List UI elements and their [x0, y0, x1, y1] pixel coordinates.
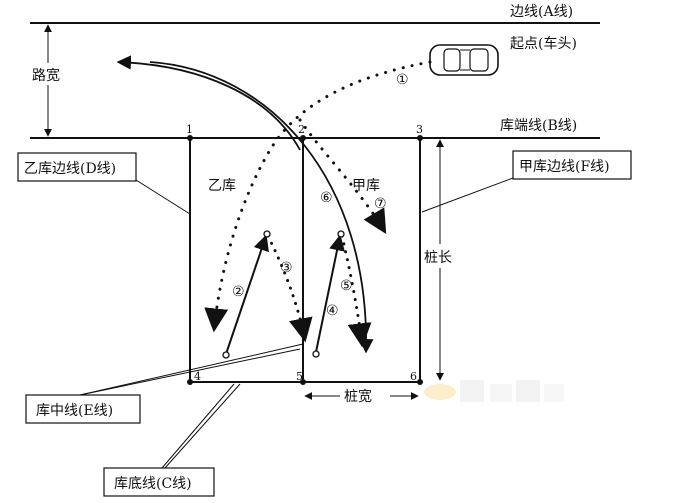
path-step-4: [315, 234, 345, 353]
step-4: ④: [326, 303, 339, 319]
label-line-a: 边线(A线): [510, 4, 573, 20]
arc-solid-left: [116, 55, 301, 151]
label-line-f: 甲库边线(F线): [519, 159, 610, 175]
step-3: ③: [280, 260, 293, 276]
step-2: ②: [232, 284, 245, 300]
path-step-3: [266, 234, 313, 343]
point-5: 5: [296, 370, 303, 383]
label-pile-length: 桩长: [424, 249, 452, 266]
label-pile-width: 桩宽: [344, 388, 372, 405]
path-step-1: [204, 60, 432, 333]
path-step-7: [298, 118, 387, 235]
garage-jia-outline: [303, 138, 421, 383]
box-line-c: [103, 467, 215, 497]
leader-line-d: [135, 179, 191, 215]
corner-points: [187, 135, 423, 385]
label-line-d: 乙库边线(D线): [24, 161, 116, 177]
watermark: [424, 380, 564, 402]
label-line-c: 库底线(C线): [114, 476, 192, 492]
step-1: ①: [396, 72, 409, 88]
point-1: 1: [186, 123, 193, 136]
step-7: ⑦: [374, 196, 387, 212]
label-yi-ku: 乙库: [208, 178, 236, 194]
label-road-width: 路宽: [32, 67, 60, 84]
leader-line-e-a: [79, 343, 304, 396]
label-line-b: 库端线(B线): [500, 118, 577, 134]
box-line-e: [25, 394, 141, 424]
path-step-5: [340, 234, 372, 348]
leader-line-f: [421, 177, 514, 213]
box-line-f: [512, 150, 632, 180]
point-2: 2: [298, 123, 305, 136]
label-line-e: 库中线(E线): [36, 403, 113, 419]
label-start: 起点(车头): [510, 35, 577, 52]
point-3: 3: [416, 123, 423, 136]
leader-line-e-b: [79, 348, 301, 396]
path-step-2: [225, 234, 269, 355]
point-6: 6: [410, 370, 417, 383]
point-4: 4: [194, 370, 201, 383]
car-icon: [429, 44, 499, 76]
leader-line-c-a: [164, 383, 241, 469]
step-6: ⑥: [320, 190, 333, 206]
arc-solid-right: [149, 61, 374, 354]
leader-line-c-b: [161, 383, 235, 469]
box-line-d: [17, 152, 137, 182]
label-jia-ku: 甲库: [352, 178, 380, 194]
step-5: ⑤: [340, 278, 353, 294]
